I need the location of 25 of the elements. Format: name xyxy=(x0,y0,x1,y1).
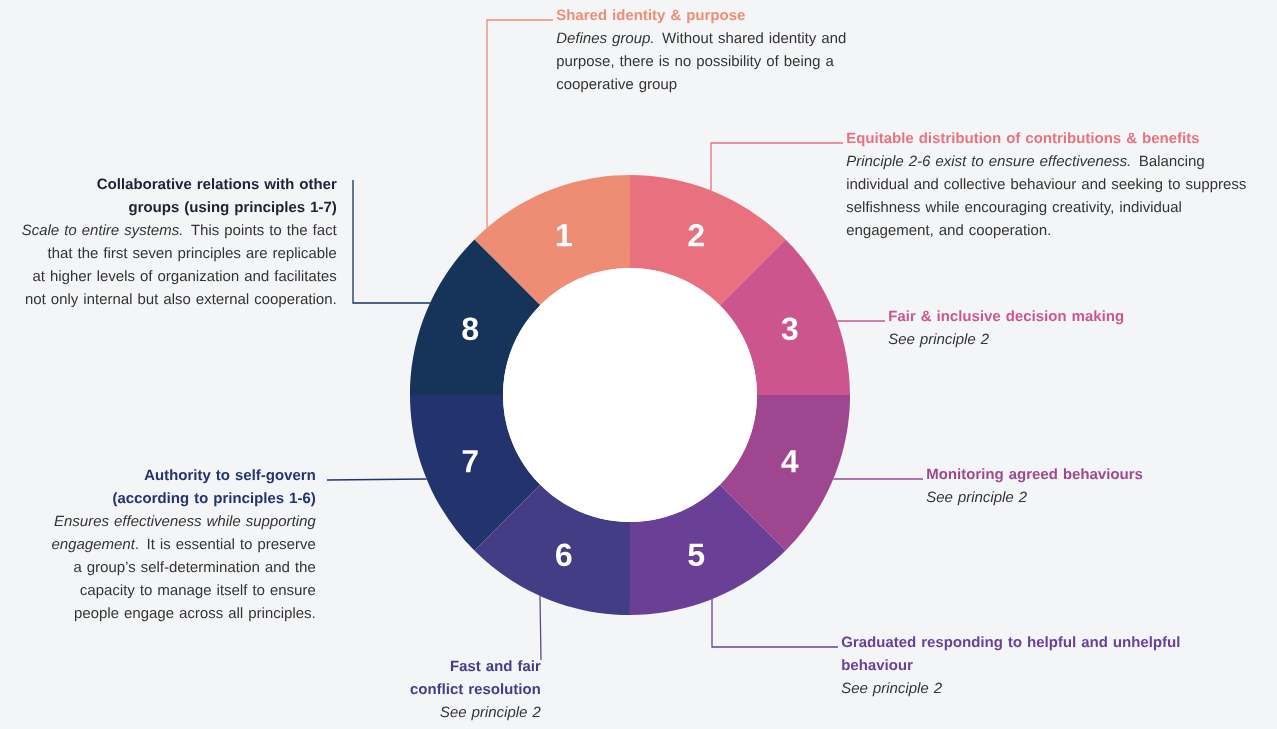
principle-text: Monitoring agreed behaviours See principle 2 xyxy=(926,468,1143,506)
principle-text: Graduated responding to helpful and unhelpful behaviour See principle 2 xyxy=(841,636,1180,697)
inner-circle xyxy=(503,268,757,522)
principle-text: Fast and fair conflict resolution See principle 2 xyxy=(410,660,541,721)
ring-segment: 3 xyxy=(719,239,850,395)
leader-line xyxy=(711,598,839,648)
ring-segment: 4 xyxy=(719,395,851,551)
ring-segment: 7 xyxy=(410,395,541,551)
principle-text: Collaborative relations with other groups (using principles 1-7) Scale to entire systems. This points to the fact that the first seven principles are replicable at higher levels of organization and facilitates not only internal but also external cooperation. xyxy=(22,178,337,308)
leader-line xyxy=(832,478,924,480)
leader-line xyxy=(486,19,554,229)
leader-line xyxy=(710,142,844,192)
ring-segment: 8 xyxy=(409,239,541,395)
principle-text: Equitable distribution of contributions & benefits Principle 2-6 exist to ensure effectiveness. Balancing individual and collective behaviour and seeking to suppress selfishness while encouraging creativity, individual engagement, and cooperation. xyxy=(846,132,1246,239)
ring-segment: 2 xyxy=(630,174,786,306)
leader-line xyxy=(836,320,886,322)
ring-segment: 5 xyxy=(630,484,786,615)
principle-text: Shared identity & purpose Defines group. Without shared identity and purpose, there is no possibility of being a cooperative group xyxy=(556,9,846,93)
leader-line xyxy=(326,478,428,481)
principle-text: Authority to self-govern (according to principles 1-6) Ensures effectiveness while supporting engagement. It is essential to preserve a group’s self-determination and the capacity to manage itself to ensure people engage across all principles. xyxy=(52,469,316,622)
leader-line xyxy=(539,595,542,661)
ring-segment: 1 xyxy=(474,175,630,306)
ring-segment: 6 xyxy=(474,484,630,616)
principle-text: Fair & inclusive decision making See principle 2 xyxy=(888,310,1124,348)
leader-line xyxy=(352,179,431,304)
